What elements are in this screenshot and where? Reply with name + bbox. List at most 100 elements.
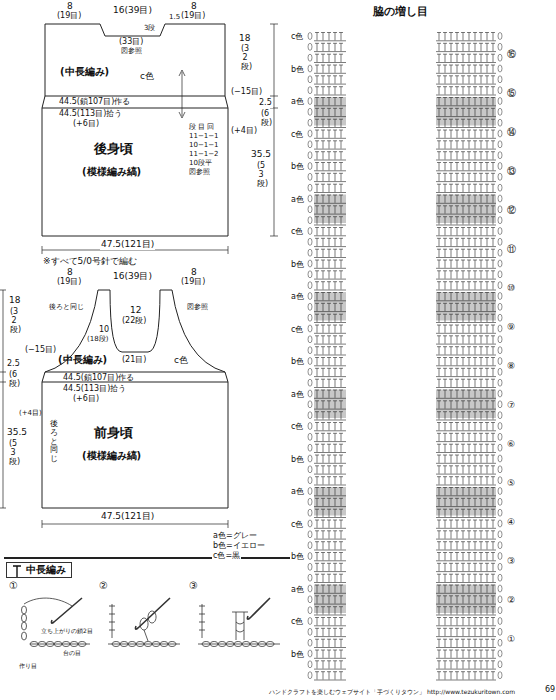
turning-chain — [308, 87, 312, 94]
turning-chain — [308, 206, 312, 213]
stitch-row — [314, 54, 496, 62]
decrease-table: 11−1−1 — [188, 133, 220, 141]
stitch-row — [314, 260, 496, 268]
turning-chain — [308, 43, 312, 50]
turning-chain — [308, 325, 312, 332]
color-label: c色 — [290, 33, 304, 42]
turning-chain — [308, 379, 312, 386]
dimension-label: 47.5(121目) — [100, 512, 155, 522]
dimension-label: (+6目) — [72, 120, 100, 129]
turning-chain — [498, 173, 502, 180]
dimension-label: 図参照 — [186, 304, 209, 312]
stitch-row — [314, 650, 496, 658]
height-dimension — [0, 290, 6, 508]
turning-chain — [498, 282, 502, 289]
turning-chain — [498, 184, 502, 191]
turning-chain — [498, 368, 502, 375]
stitch-row — [314, 379, 496, 387]
color-label: c色 — [290, 521, 304, 530]
stitch-row — [314, 195, 496, 203]
turning-chain — [498, 650, 502, 657]
color-label: c色 — [290, 618, 304, 627]
turning-chain — [498, 423, 502, 430]
dimension-label: (−15目) — [230, 88, 263, 97]
turning-chain — [498, 108, 502, 115]
illustration-label: 立ち上がりの鎖2目 — [40, 628, 94, 635]
turning-chain — [308, 563, 312, 570]
decrease-table: 10−1−1 — [188, 142, 220, 150]
turning-chain — [498, 314, 502, 321]
color-label: b色 — [290, 66, 305, 75]
turning-chain — [308, 639, 312, 646]
color-label: c色 — [290, 326, 304, 335]
yarn — [24, 598, 72, 606]
front-body-panel: c色(中長編み)前身頃(模様編み縞) — [42, 290, 228, 508]
turning-chain — [308, 607, 312, 614]
turning-chain — [498, 477, 502, 484]
turning-chain — [498, 488, 502, 495]
turning-chain — [498, 412, 502, 419]
turning-chain — [498, 639, 502, 646]
turning-chain — [498, 347, 502, 354]
panel-outline — [41, 289, 229, 509]
turning-chain — [498, 531, 502, 538]
turning-chain — [308, 661, 312, 668]
row-number: ① — [506, 635, 516, 645]
stitch-row — [314, 628, 496, 636]
stitch-illustration — [22, 598, 281, 646]
color-label: a色 — [290, 196, 305, 205]
stitch-row — [314, 65, 496, 73]
dimension-label: 8 — [190, 268, 198, 278]
color-label: a色 — [290, 391, 305, 400]
stitch-row — [314, 76, 496, 84]
turning-chain — [308, 466, 312, 473]
stitch-row — [314, 152, 496, 160]
stitch-row — [314, 368, 496, 376]
color-label: c色 — [290, 131, 304, 140]
color-key: c色=黒 — [212, 552, 241, 561]
turning-chain — [308, 173, 312, 180]
row-number: ⑩ — [506, 284, 516, 294]
turning-chain — [498, 249, 502, 256]
illustration-label: 台の目 — [62, 650, 82, 657]
turning-chain — [498, 54, 502, 61]
decrease-table: 図参照 — [188, 169, 211, 177]
turning-chain — [498, 76, 502, 83]
base-chain — [108, 642, 180, 647]
turning-chain — [498, 98, 502, 105]
row-number: ⑪ — [506, 245, 517, 255]
decrease-table: 段 目 回 — [188, 124, 215, 132]
panel-name: 前身頃 — [94, 426, 133, 440]
stitch-row — [314, 303, 496, 311]
turning-chain — [498, 271, 502, 278]
turning-chain — [498, 325, 502, 332]
stitch-row — [314, 477, 496, 485]
dimension-label: (19目) — [56, 12, 82, 21]
chain — [199, 604, 205, 638]
row-number: ⑭ — [506, 128, 517, 138]
color-label: b色 — [290, 651, 305, 660]
panel-outline-path — [42, 24, 228, 236]
turning-chain — [498, 401, 502, 408]
turning-chain — [308, 433, 312, 440]
stitch-row — [314, 293, 496, 301]
base-chain — [198, 642, 280, 647]
row-number: ⑧ — [506, 362, 516, 372]
turning-chain — [498, 628, 502, 635]
dimension-label: (19目) — [56, 278, 82, 287]
turning-chain — [498, 163, 502, 170]
turning-chain — [498, 444, 502, 451]
turning-chain — [308, 672, 312, 679]
turning-chain — [308, 401, 312, 408]
color-label: c色 — [290, 228, 304, 237]
row-number: ④ — [506, 518, 516, 528]
stitch-row — [314, 596, 496, 604]
turning-chain — [308, 119, 312, 126]
illustration-label: 作り目 — [18, 663, 38, 670]
step-number: ② — [98, 580, 109, 591]
stitch-row — [314, 553, 496, 561]
color-label: a色 — [290, 293, 305, 302]
decrease-table: 10段平 — [188, 160, 213, 168]
turning-chain — [498, 141, 502, 148]
